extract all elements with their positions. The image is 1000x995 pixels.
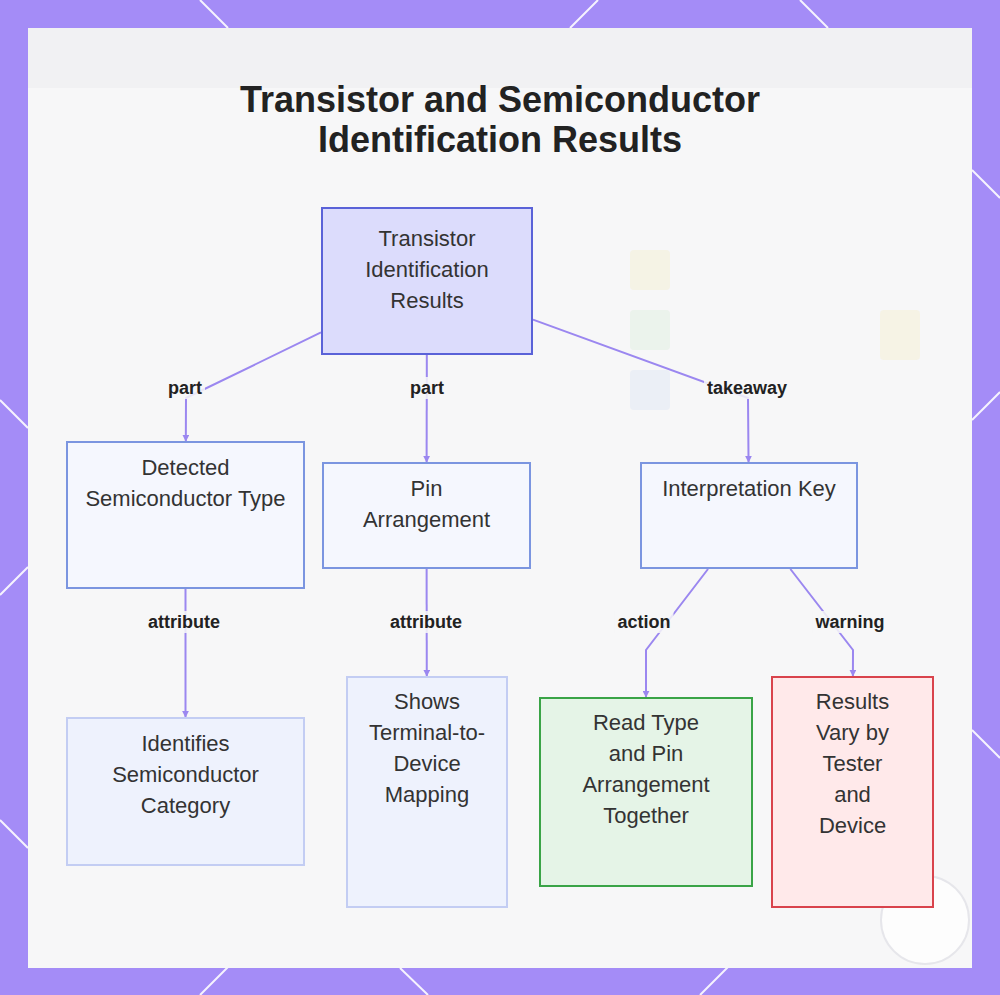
edge-label: part <box>165 377 205 399</box>
node-label: Identifies Semiconductor Category <box>82 728 289 821</box>
edge-label: warning <box>812 611 887 633</box>
edge-label: part <box>407 377 447 399</box>
node-label: Transistor Identification Results <box>339 223 515 316</box>
action-box: Read Type and Pin Arrangement Together <box>539 697 753 887</box>
attribute-box: Identifies Semiconductor Category <box>66 717 305 866</box>
part-box: Pin Arrangement <box>322 462 531 569</box>
diagram-title: Transistor and Semiconductor Identificat… <box>190 80 810 160</box>
edge-label: attribute <box>387 611 465 633</box>
edge-label: takeaway <box>704 377 790 399</box>
node-label: Read Type and Pin Arrangement Together <box>579 707 713 831</box>
edge-label: action <box>614 611 673 633</box>
faded-backdrop <box>28 28 972 410</box>
node-label: Pin Arrangement <box>349 473 504 535</box>
connector-arrow <box>426 355 428 462</box>
edge-label: attribute <box>145 611 223 633</box>
root-box: Transistor Identification Results <box>321 207 533 355</box>
connector-arrow <box>646 569 708 697</box>
attribute-box: Shows Terminal-to-Device Mapping <box>346 676 508 908</box>
node-label: Detected Semiconductor Type <box>82 452 289 514</box>
takeaway-box: Interpretation Key <box>640 462 858 569</box>
node-label: Interpretation Key <box>662 473 836 504</box>
connector-arrow <box>186 332 321 441</box>
content-panel <box>28 28 972 968</box>
node-label: Results Vary by Tester and Device <box>807 686 898 841</box>
connector-arrow <box>185 589 187 717</box>
node-label: Shows Terminal-to-Device Mapping <box>358 686 496 810</box>
warning-box: Results Vary by Tester and Device <box>771 676 934 908</box>
part-box: Detected Semiconductor Type <box>66 441 305 589</box>
